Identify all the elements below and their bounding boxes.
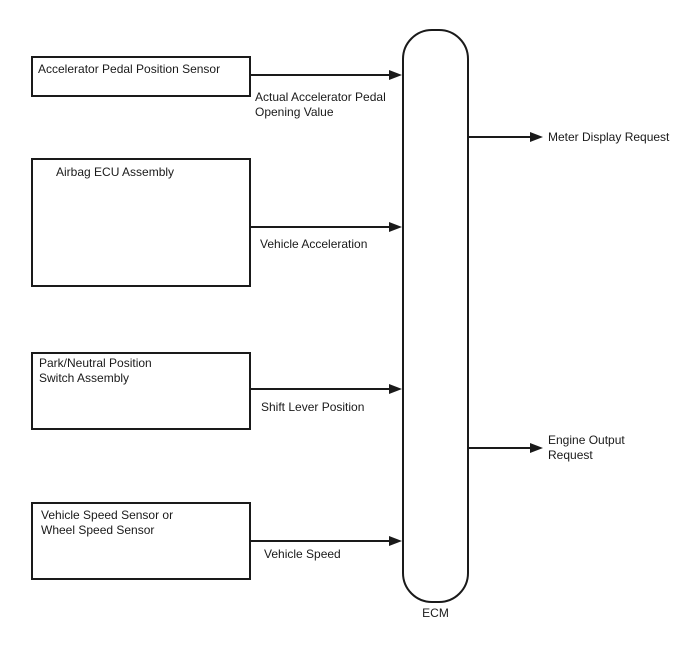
output-arrowhead-engine-output-request (530, 443, 543, 453)
input-arrow-line-shift-lever-position (249, 388, 389, 390)
source-box-airbag-ecu-assembly: Airbag ECU Assembly (31, 158, 251, 287)
input-arrowhead-vehicle-speed (389, 536, 402, 546)
input-arrow-line-vehicle-speed (249, 540, 389, 542)
source-box-vehicle-speed-sensor: Vehicle Speed Sensor or Wheel Speed Sens… (31, 502, 251, 580)
input-signal-label-actual-accelerator-pedal-opening-value: Actual Accelerator Pedal Opening Value (255, 90, 386, 119)
source-box-park-neutral-position-switch-assembly: Park/Neutral Position Switch Assembly (31, 352, 251, 430)
input-signal-label-shift-lever-position: Shift Lever Position (261, 400, 365, 414)
input-arrow-line-vehicle-acceleration (249, 226, 389, 228)
input-signal-label-vehicle-speed: Vehicle Speed (264, 547, 341, 561)
input-arrowhead-shift-lever-position (389, 384, 402, 394)
input-signal-label-vehicle-acceleration: Vehicle Acceleration (260, 237, 368, 251)
ecm-node-label: ECM (422, 606, 449, 620)
input-arrowhead-actual-accelerator-pedal-opening-value (389, 70, 402, 80)
output-signal-label-engine-output-request: Engine Output Request (548, 433, 625, 462)
output-arrow-line-engine-output-request (467, 447, 530, 449)
input-arrow-line-actual-accelerator-pedal-opening-value (249, 74, 389, 76)
ecm-node (402, 29, 469, 603)
output-arrow-line-meter-display-request (467, 136, 530, 138)
input-arrowhead-vehicle-acceleration (389, 222, 402, 232)
source-box-accelerator-pedal-position-sensor: Accelerator Pedal Position Sensor (31, 56, 251, 97)
output-arrowhead-meter-display-request (530, 132, 543, 142)
output-signal-label-meter-display-request: Meter Display Request (548, 130, 670, 144)
